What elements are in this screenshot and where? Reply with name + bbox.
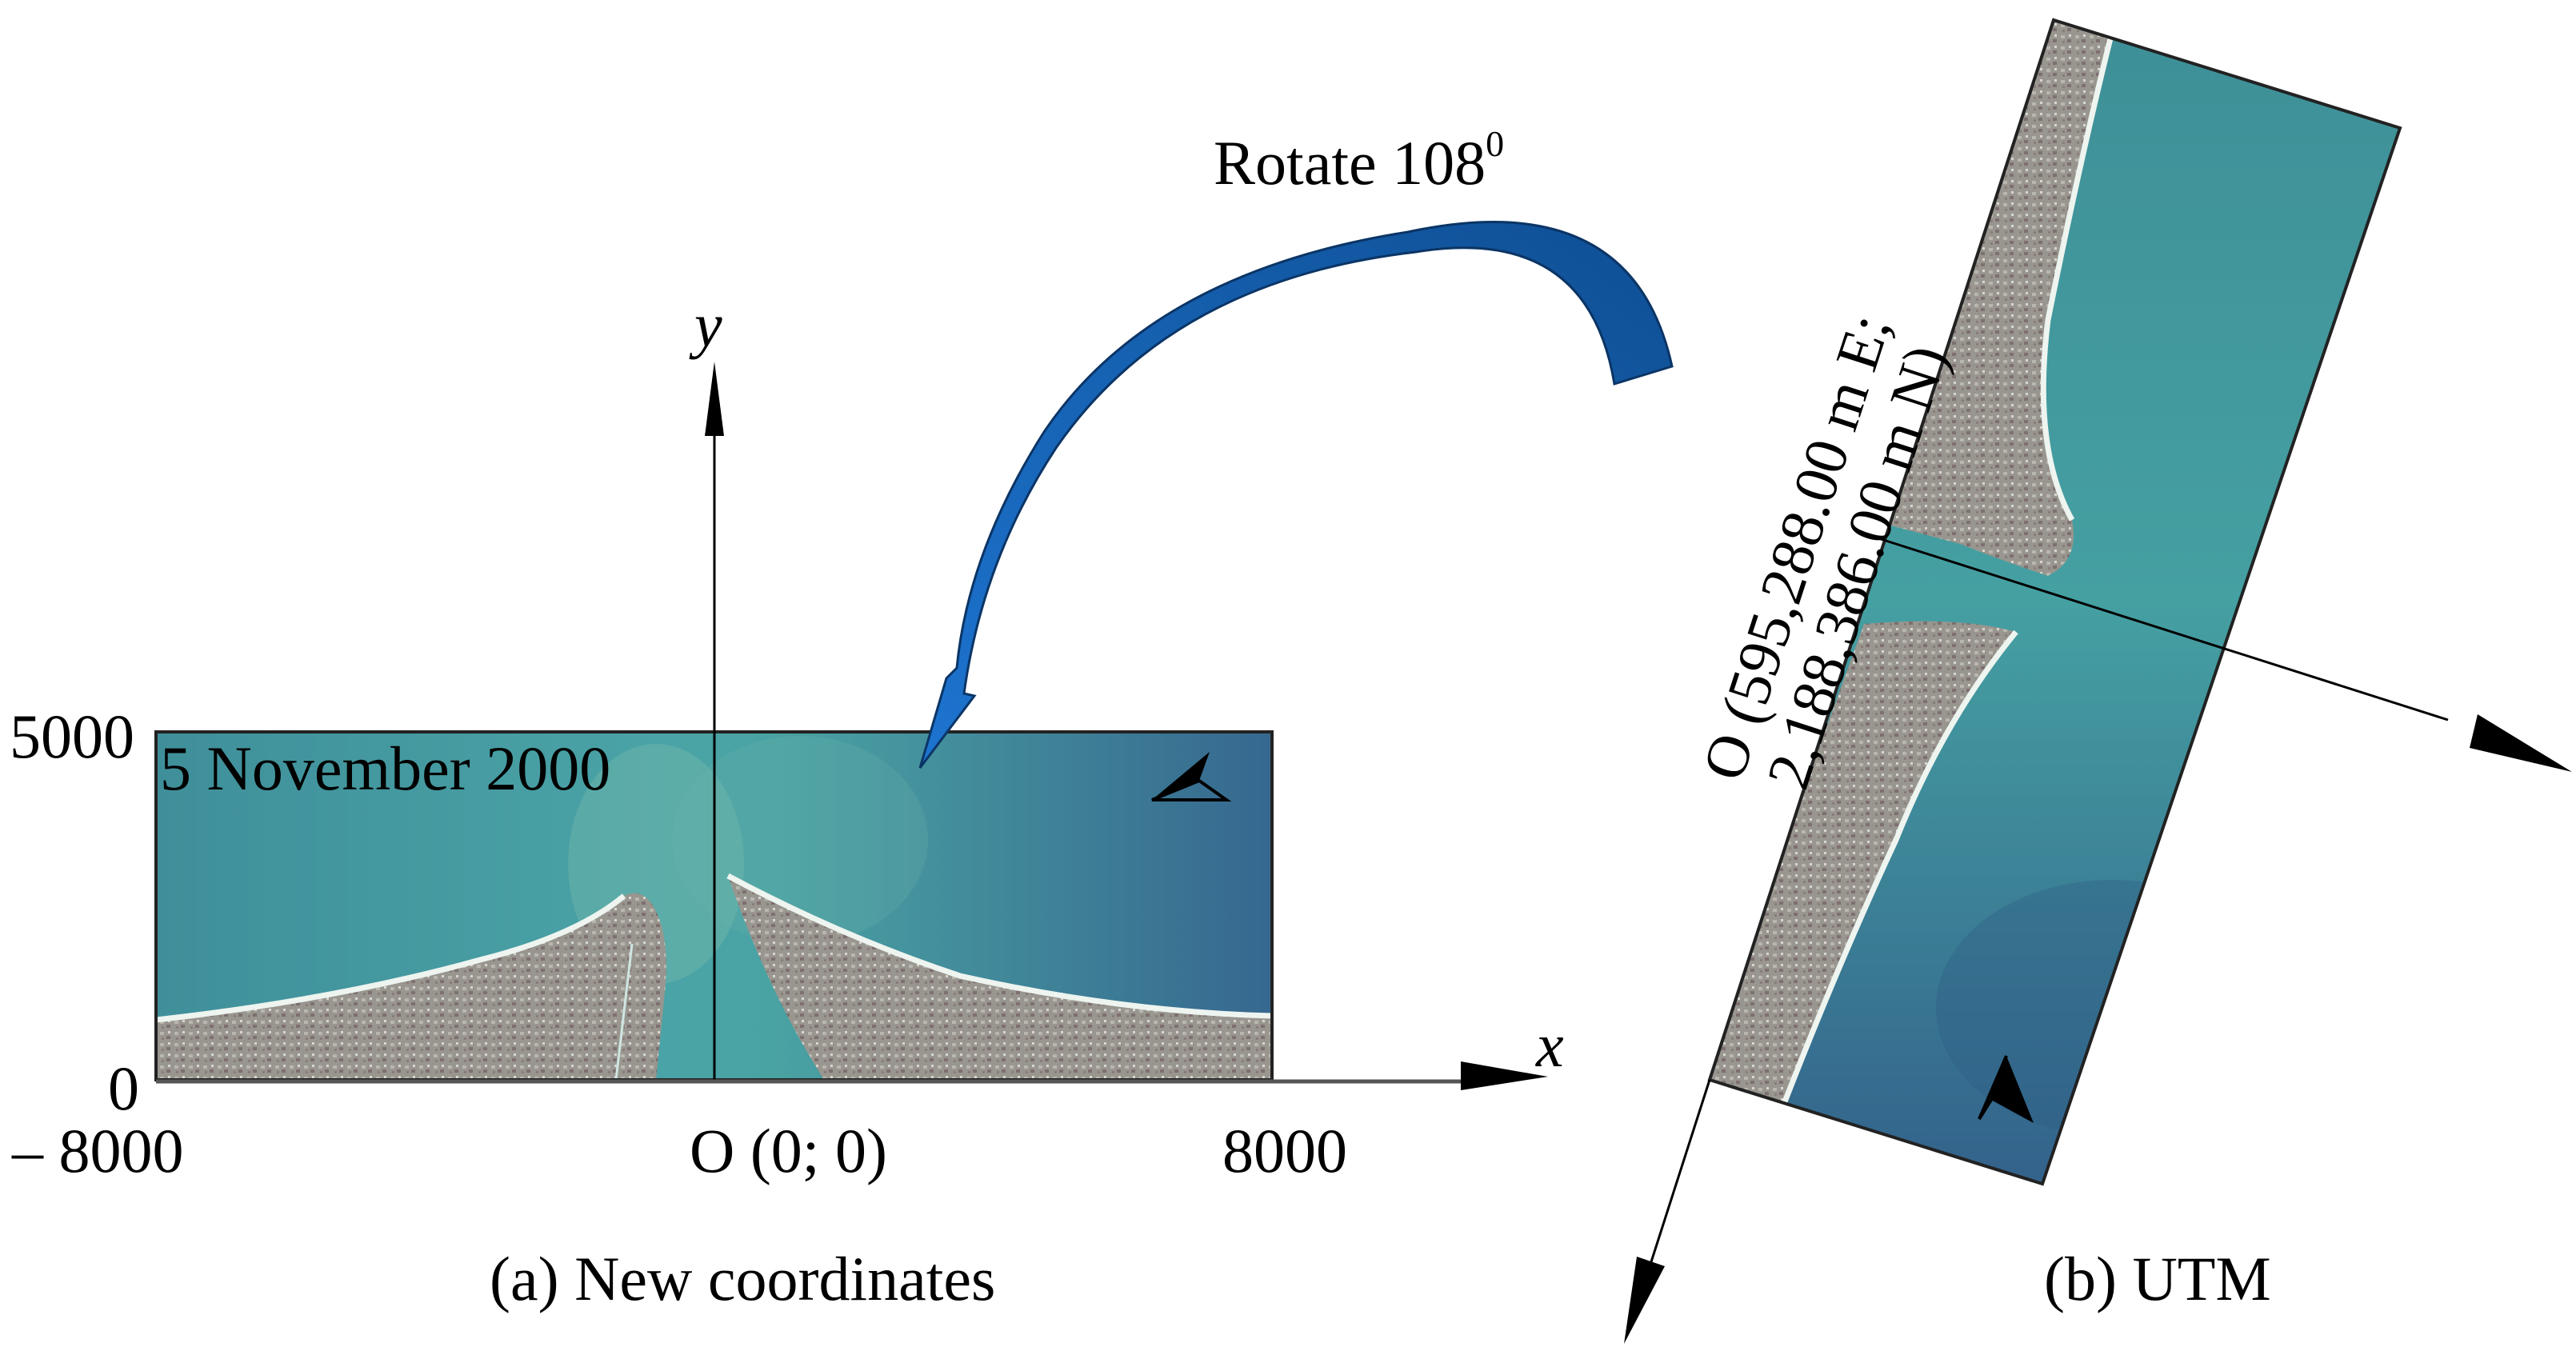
- y-tick-0: 0: [108, 1053, 139, 1123]
- rotate-label: Rotate 1080: [1214, 126, 1504, 194]
- x-tick-8000: 8000: [1222, 1116, 1347, 1185]
- north-arrow-rotated-icon: [1151, 752, 1232, 801]
- rotate-label-superscript: 0: [1486, 123, 1505, 164]
- y-axis-label: y: [694, 290, 722, 360]
- utm-x-axis-line: [1878, 537, 2449, 721]
- panel-a-caption: (a) New coordinates: [490, 1244, 996, 1313]
- rotate-arrow-icon: [918, 221, 1674, 769]
- panel-b-axes: [1624, 537, 2572, 1344]
- panel-b-image-frame: [1707, 18, 2402, 1186]
- x-axis-label: x: [1536, 1010, 1564, 1080]
- x-tick-minus-8000: – 8000: [12, 1116, 184, 1185]
- x-axis-arrowhead-icon: [1461, 1061, 1548, 1090]
- rotate-label-text: Rotate 108: [1214, 128, 1486, 198]
- panel-a-axes: [156, 362, 1548, 1090]
- y-tick-5000: 5000: [10, 701, 134, 771]
- panel-b-caption: (b) UTM: [2044, 1244, 2271, 1313]
- y-axis-arrowhead-icon: [705, 362, 724, 436]
- image-date-label: 5 November 2000: [160, 733, 611, 803]
- x-tick-origin: O (0; 0): [690, 1116, 887, 1185]
- utm-y-axis-line: [1646, 1079, 1711, 1273]
- utm-x-axis-arrowhead-icon: [2470, 714, 2572, 772]
- utm-y-axis-arrowhead-icon: [1624, 1257, 1665, 1344]
- north-arrow-up-icon: [1978, 1055, 2034, 1123]
